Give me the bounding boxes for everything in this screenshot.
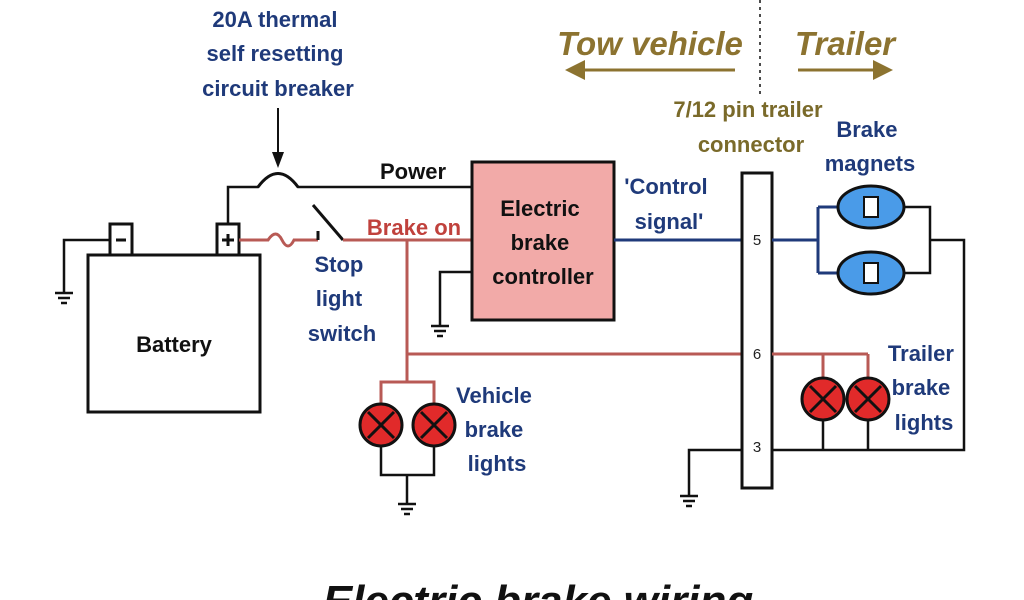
control-signal-label: 'Control signal' xyxy=(624,174,714,234)
connector-ground-icon xyxy=(678,486,700,508)
stop-switch-icon xyxy=(311,204,345,241)
tow-vehicle-header: Tow vehicle xyxy=(557,25,743,62)
connector-label: 7/12 pin trailer connector xyxy=(673,97,828,157)
trailer-light-ground-wire xyxy=(821,420,870,450)
controller-ground-wire xyxy=(438,270,472,318)
brake-magnet-icon xyxy=(836,184,906,230)
vehicle-brake-lights-label: Vehicle brake lights xyxy=(456,383,538,476)
brake-on-label: Brake on xyxy=(367,215,461,240)
brake-on-wire-a xyxy=(239,232,318,248)
battery xyxy=(86,253,262,414)
right-arrow-icon xyxy=(798,60,893,80)
breaker-label: 20A thermal self resetting circuit break… xyxy=(202,7,354,101)
trailer-brake-lights-label: Trailer brake lights xyxy=(888,341,960,435)
vehicle-light-split-wire xyxy=(379,380,436,404)
brake-controller xyxy=(470,160,616,322)
battery-ground-wire xyxy=(62,238,110,285)
battery-positive-terminal xyxy=(215,222,241,257)
pin-6-label: 6 xyxy=(753,346,761,363)
battery-negative-terminal xyxy=(108,222,134,257)
magnet-return-split-wire xyxy=(904,205,932,275)
battery-ground-icon xyxy=(53,283,75,305)
thermal-breaker-icon xyxy=(256,172,300,188)
brake-lamp-icon xyxy=(845,376,891,422)
brake-controller-label: Electric brake controller xyxy=(492,196,594,289)
trailer-light-split-wire xyxy=(821,354,870,378)
brake-lamp-icon xyxy=(358,402,404,448)
magnet-branch-wires xyxy=(818,205,838,275)
brake-lamp-icon xyxy=(411,402,457,448)
stop-switch-label: Stop light switch xyxy=(308,252,376,346)
trailer-connector xyxy=(740,171,774,490)
brake-magnet-icon xyxy=(836,250,906,296)
battery-label: Battery xyxy=(136,332,213,357)
diagram-title: Electric brake wiring xyxy=(323,577,754,600)
vehicle-light-ground-icon xyxy=(396,494,418,516)
brake-lamp-icon xyxy=(800,376,846,422)
pin-3-label: 3 xyxy=(753,439,761,456)
breaker-pointer-arrow-icon xyxy=(272,108,284,168)
controller-ground-icon xyxy=(429,316,451,338)
vehicle-light-ground-split xyxy=(379,446,436,477)
brake-magnets-label: Brake magnets xyxy=(825,117,915,176)
pin-5-label: 5 xyxy=(753,232,761,249)
power-label: Power xyxy=(380,159,446,184)
connector-ground-wire xyxy=(687,448,742,488)
trailer-header: Trailer xyxy=(795,25,897,62)
left-arrow-icon xyxy=(565,60,735,80)
